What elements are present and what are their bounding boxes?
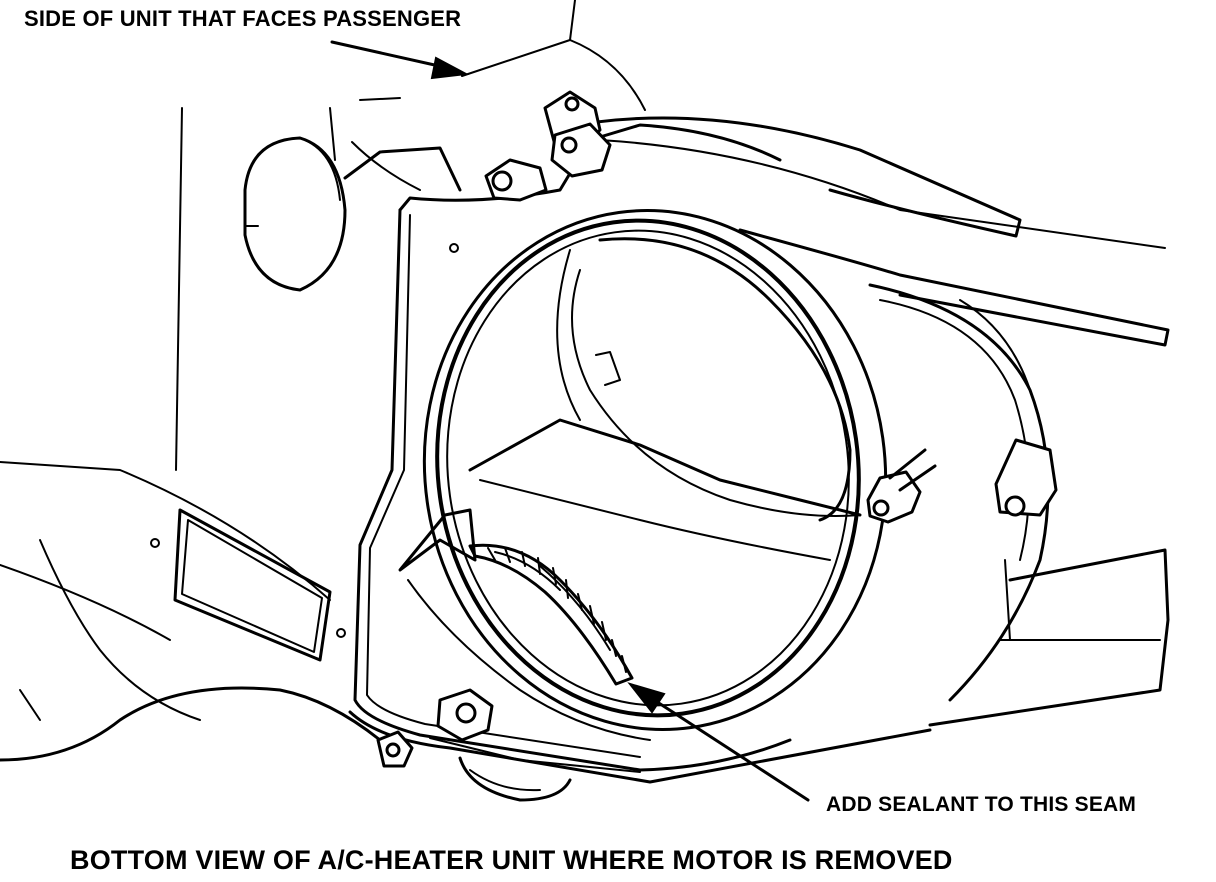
figure-caption: BOTTOM VIEW OF A/C-HEATER UNIT WHERE MOT… (70, 845, 953, 875)
housing-body (0, 0, 646, 762)
access-port (243, 136, 347, 292)
mounting-flange (353, 90, 792, 772)
motor-opening (398, 209, 937, 741)
blower-housing (348, 116, 1170, 802)
sealant-seam (468, 543, 634, 686)
seam-arrow (627, 682, 810, 802)
label-add-sealant: ADD SEALANT TO THIS SEAM (826, 793, 1137, 816)
passenger-arrow (330, 40, 470, 80)
label-side-facing-passenger: SIDE OF UNIT THAT FACES PASSENGER (24, 6, 462, 31)
drain-opening (150, 508, 346, 662)
